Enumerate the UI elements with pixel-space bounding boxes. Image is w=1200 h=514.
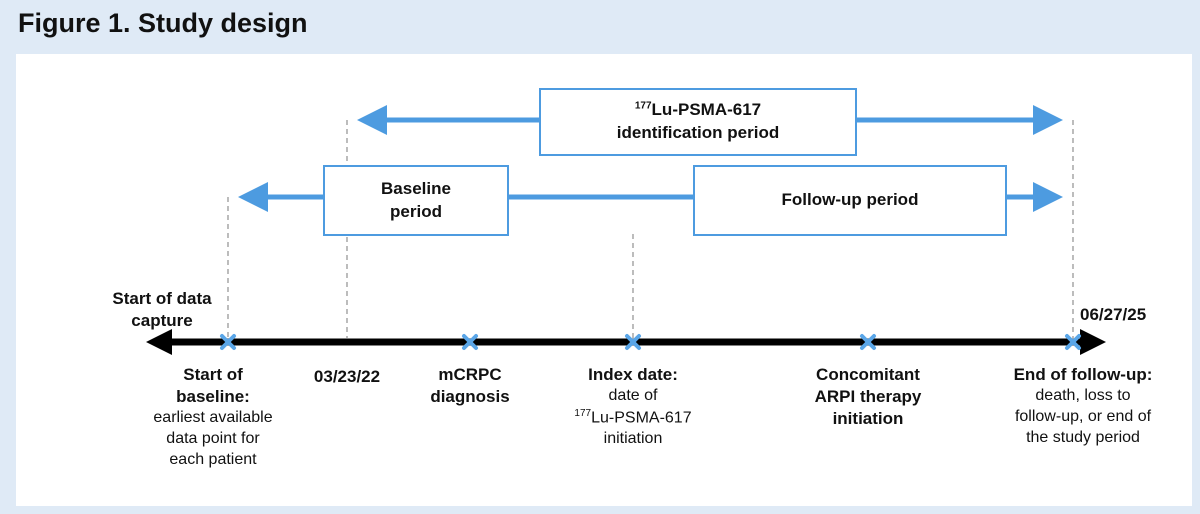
marker-arpi xyxy=(860,334,876,350)
timeline-left-arrowhead xyxy=(146,329,172,355)
marker-mcrpc xyxy=(462,334,478,350)
followup-period-label: Follow-up period xyxy=(781,190,919,210)
end-date-label: 06/27/25 xyxy=(1080,305,1147,324)
diagram-panel: 177Lu-PSMA-617 identification period Bas… xyxy=(16,54,1192,506)
diagram-canvas xyxy=(146,105,1106,355)
arpi-initiation-label: Concomitant ARPI therapy initiation xyxy=(814,365,922,429)
figure-title: Figure 1. Study design xyxy=(18,8,308,38)
index-date-label: Index date: date of 177Lu-PSMA-617 initi… xyxy=(574,365,692,448)
marker-start-baseline xyxy=(220,334,236,350)
identification-period-line2: identification period xyxy=(616,123,780,142)
baseline-period-line2: period xyxy=(390,201,442,221)
identification-period-box: 177Lu-PSMA-617 identification period xyxy=(539,88,857,156)
timeline-right-arrowhead xyxy=(1080,329,1106,355)
date-0323-label: 03/23/22 xyxy=(313,367,381,386)
marker-end-followup xyxy=(1065,334,1081,350)
followup-period-box: Follow-up period xyxy=(693,165,1007,236)
baseline-period-line1: Baseline xyxy=(381,178,451,198)
mcrpc-diagnosis-label: mCRPC diagnosis xyxy=(430,365,510,407)
end-followup-label: End of follow-up: death, loss to follow-… xyxy=(1013,365,1153,446)
start-data-capture-label: Start of data capture xyxy=(112,289,212,331)
marker-index xyxy=(625,334,641,350)
start-baseline-label: Start of baseline: earliest available da… xyxy=(153,365,273,468)
baseline-period-box: Baseline period xyxy=(323,165,509,236)
identification-period-line1: 177Lu-PSMA-617 xyxy=(634,100,762,120)
